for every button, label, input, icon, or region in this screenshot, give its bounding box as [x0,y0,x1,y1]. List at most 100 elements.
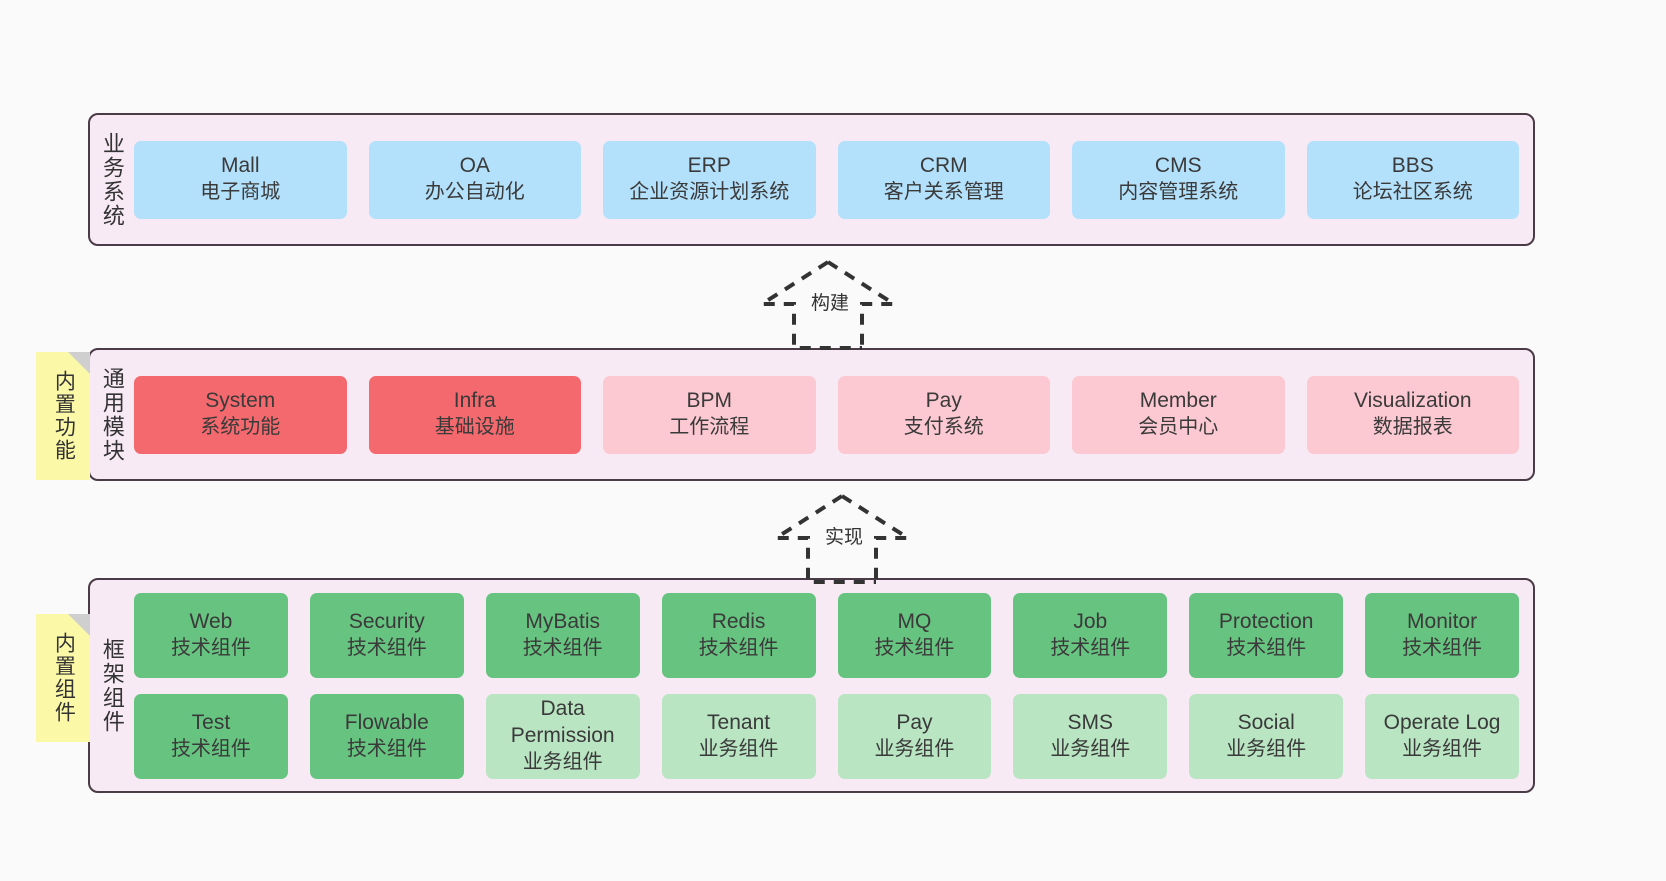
card-operate-log-name: Operate Log [1383,710,1501,734]
card-mq-sub: 技术组件 [874,636,955,659]
layer-framework-components: 框架组件 Web 技术组件 Security 技术组件 MyBatis 技术组件… [88,578,1535,793]
card-pay-component[interactable]: Pay 业务组件 [837,693,992,779]
common-modules-row: System 系统功能 Infra 基础设施 BPM 工作流程 Pay 支付系统… [134,375,1519,454]
card-system-name: System [205,389,276,413]
connector-build-label: 构建 [808,288,853,315]
card-security[interactable]: Security 技术组件 [309,592,464,678]
card-bbs-sub: 论坛社区系统 [1352,181,1473,204]
card-member-name: Member [1139,389,1217,413]
card-mybatis[interactable]: MyBatis 技术组件 [485,592,640,678]
card-monitor[interactable]: Monitor 技术组件 [1365,592,1519,678]
card-job[interactable]: Job 技术组件 [1013,592,1168,678]
card-crm[interactable]: CRM 客户关系管理 [837,140,1050,219]
card-infra-sub: 基础设施 [434,416,515,439]
layer-common-modules-body: System 系统功能 Infra 基础设施 BPM 工作流程 Pay 支付系统… [134,350,1533,479]
card-bbs[interactable]: BBS 论坛社区系统 [1306,140,1519,219]
layer-business-systems: 业务系统 Mall 电子商城 OA 办公自动化 ERP 企业资源计划系统 CRM… [88,113,1535,246]
card-member-sub: 会员中心 [1138,416,1219,439]
sticky-note-fold-icon [68,352,90,374]
card-visualization[interactable]: Visualization 数据报表 [1306,375,1519,454]
card-social-sub: 业务组件 [1226,737,1307,760]
card-oa-name: OA [459,154,490,178]
connector-build: 构建 [755,258,901,350]
card-bpm-name: BPM [686,389,732,413]
card-operate-log-sub: 业务组件 [1402,737,1483,760]
card-oa-sub: 办公自动化 [424,181,525,204]
card-social[interactable]: Social 业务组件 [1189,693,1344,779]
card-flowable-sub: 技术组件 [346,737,427,760]
card-security-sub: 技术组件 [346,636,427,659]
card-data-permission[interactable]: Data Permission 业务组件 [485,693,640,779]
card-monitor-sub: 技术组件 [1402,636,1483,659]
card-redis[interactable]: Redis 技术组件 [661,592,816,678]
card-pay-component-sub: 业务组件 [874,737,955,760]
card-mq[interactable]: MQ 技术组件 [837,592,992,678]
card-tenant[interactable]: Tenant 业务组件 [661,693,816,779]
card-redis-name: Redis [711,609,766,633]
card-data-permission-sub: 业务组件 [522,751,603,774]
card-test-name: Test [191,710,231,734]
card-test[interactable]: Test 技术组件 [134,693,288,779]
card-pay-component-name: Pay [896,710,933,734]
card-infra-name: Infra [453,389,496,413]
card-pay-module-sub: 支付系统 [903,416,984,439]
card-cms[interactable]: CMS 内容管理系统 [1072,140,1285,219]
card-tenant-sub: 业务组件 [698,737,779,760]
card-flowable-name: Flowable [344,710,429,734]
card-sms-sub: 业务组件 [1050,737,1131,760]
card-web-name: Web [189,609,233,633]
card-mall-name: Mall [220,154,260,178]
card-member[interactable]: Member 会员中心 [1072,375,1285,454]
card-redis-sub: 技术组件 [698,636,779,659]
card-mybatis-name: MyBatis [525,609,601,633]
card-operate-log[interactable]: Operate Log 业务组件 [1365,693,1519,779]
card-monitor-name: Monitor [1407,609,1478,633]
card-flowable[interactable]: Flowable 技术组件 [309,693,464,779]
sticky-note-builtin-components: 内置组件 [36,614,90,742]
card-bpm-sub: 工作流程 [669,416,750,439]
layer-framework-components-body: Web 技术组件 Security 技术组件 MyBatis 技术组件 Redi… [134,580,1533,791]
card-crm-name: CRM [919,154,968,178]
card-protection[interactable]: Protection 技术组件 [1189,592,1344,678]
layer-common-modules: 通用模块 System 系统功能 Infra 基础设施 BPM 工作流程 Pay… [88,348,1535,481]
layer-common-modules-title: 通用模块 [99,366,125,463]
card-erp-sub: 企业资源计划系统 [629,181,790,204]
layer-business-systems-title: 业务系统 [99,131,125,228]
card-data-permission-name: Data Permission [510,697,615,748]
card-protection-name: Protection [1218,609,1314,633]
card-job-name: Job [1073,609,1108,633]
card-sms-name: SMS [1067,710,1114,734]
card-job-sub: 技术组件 [1050,636,1131,659]
layer-business-systems-body: Mall 电子商城 OA 办公自动化 ERP 企业资源计划系统 CRM 客户关系… [134,115,1533,244]
sticky-note-builtin-components-label: 内置组件 [52,632,76,724]
card-oa[interactable]: OA 办公自动化 [368,140,581,219]
card-mall[interactable]: Mall 电子商城 [134,140,347,219]
connector-implement-label: 实现 [822,522,867,549]
connector-implement-arrow-icon [769,494,915,584]
card-cms-name: CMS [1154,154,1202,178]
framework-business-row: Test 技术组件 Flowable 技术组件 Data Permission … [134,693,1519,779]
card-bpm[interactable]: BPM 工作流程 [603,375,816,454]
card-infra[interactable]: Infra 基础设施 [368,375,581,454]
card-protection-sub: 技术组件 [1226,636,1307,659]
card-mybatis-sub: 技术组件 [522,636,603,659]
connector-build-arrow-icon [755,260,901,350]
sticky-note-builtin-features: 内置功能 [36,352,90,480]
framework-tech-row: Web 技术组件 Security 技术组件 MyBatis 技术组件 Redi… [134,592,1519,678]
connector-implement: 实现 [769,492,915,584]
card-pay-module[interactable]: Pay 支付系统 [837,375,1050,454]
card-tenant-name: Tenant [707,710,771,734]
card-sms[interactable]: SMS 业务组件 [1013,693,1168,779]
card-erp-name: ERP [687,154,731,178]
layer-framework-components-title: 框架组件 [99,637,125,734]
card-pay-module-name: Pay [925,389,962,413]
card-system-sub: 系统功能 [200,416,281,439]
card-visualization-sub: 数据报表 [1372,416,1453,439]
card-erp[interactable]: ERP 企业资源计划系统 [603,140,816,219]
card-crm-sub: 客户关系管理 [883,181,1004,204]
card-mall-sub: 电子商城 [200,181,281,204]
card-web-sub: 技术组件 [170,636,251,659]
card-web[interactable]: Web 技术组件 [134,592,288,678]
card-system[interactable]: System 系统功能 [134,375,347,454]
